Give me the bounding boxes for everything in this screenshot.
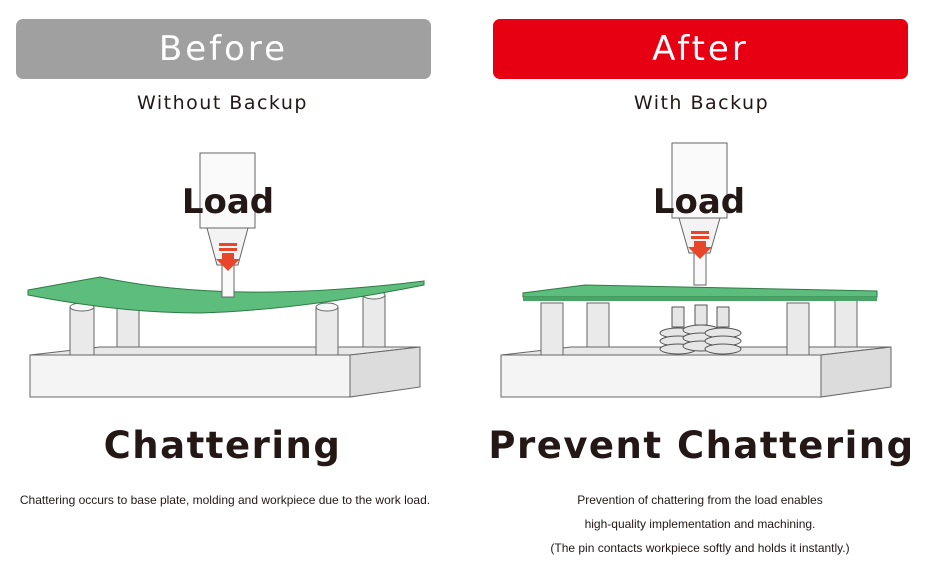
before-description: Chattering occurs to base plate, molding… bbox=[0, 488, 450, 512]
before-result-title: Chattering bbox=[103, 424, 342, 467]
after-load-label: Load bbox=[653, 182, 745, 222]
support-pins bbox=[540, 298, 858, 356]
base-block bbox=[29, 346, 421, 398]
after-subtitle: With Backup bbox=[633, 92, 770, 114]
before-load-label: Load bbox=[182, 182, 274, 222]
after-panel: After With Backup bbox=[465, 0, 930, 568]
after-description: Prevention of chattering from the load e… bbox=[495, 488, 905, 560]
before-subtitle: Without Backup bbox=[137, 92, 308, 114]
load-head bbox=[671, 142, 728, 286]
after-description-line-2: high-quality implementation and machinin… bbox=[584, 517, 816, 531]
after-illustration: Load bbox=[500, 142, 892, 398]
before-panel: Before Without Backup bbox=[0, 19, 450, 512]
workpiece-edge bbox=[523, 297, 877, 301]
after-banner: After bbox=[493, 19, 908, 79]
down-arrow-icon bbox=[216, 253, 240, 271]
support-pins bbox=[69, 290, 386, 356]
down-arrow-icon bbox=[688, 241, 712, 259]
after-result-title: Prevent Chattering bbox=[488, 424, 915, 467]
after-description-line-3: (The pin contacts workpiece softly and h… bbox=[550, 541, 850, 555]
before-description-line: Chattering occurs to base plate, molding… bbox=[19, 493, 431, 507]
flat-workpiece bbox=[522, 284, 878, 298]
load-head bbox=[199, 152, 256, 298]
before-illustration: Load bbox=[27, 152, 425, 398]
before-banner: Before bbox=[16, 19, 431, 79]
backup-spring-pins bbox=[659, 304, 742, 355]
after-description-line-1: Prevention of chattering from the load e… bbox=[577, 493, 823, 507]
